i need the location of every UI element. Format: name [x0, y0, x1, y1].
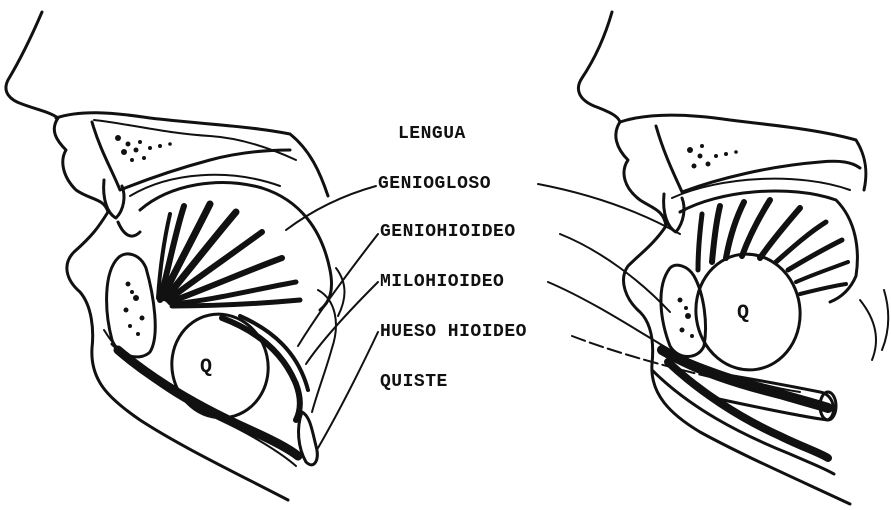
left-mandible-marrow: [124, 282, 145, 337]
cyst-letter-right: Q: [737, 302, 750, 325]
label-hueso-hioideo: HUESO HIOIDEO: [380, 322, 527, 342]
left-genioglossus-fibers: [158, 204, 300, 306]
left-maxilla-marrow: [115, 135, 172, 162]
right-maxilla-marrow: [687, 144, 738, 169]
right-genioglossus-fibers: [698, 200, 848, 294]
right-maxilla: [656, 126, 860, 192]
left-cyst: [162, 305, 278, 427]
left-palate: [56, 113, 328, 196]
right-mandible-marrow: [678, 298, 695, 339]
label-quiste: QUISTE: [380, 372, 448, 392]
left-section: [6, 12, 345, 500]
label-geniohioideo: GENIOHIOIDEO: [380, 222, 516, 242]
label-lengua: LENGUA: [398, 124, 466, 144]
right-section: [578, 12, 888, 504]
label-geniogloso: GENIOGLOSO: [378, 174, 491, 194]
cyst-letter-left: Q: [200, 356, 213, 379]
label-milohioideo: MILOHIOIDEO: [380, 272, 504, 292]
left-mandible: [107, 254, 156, 357]
